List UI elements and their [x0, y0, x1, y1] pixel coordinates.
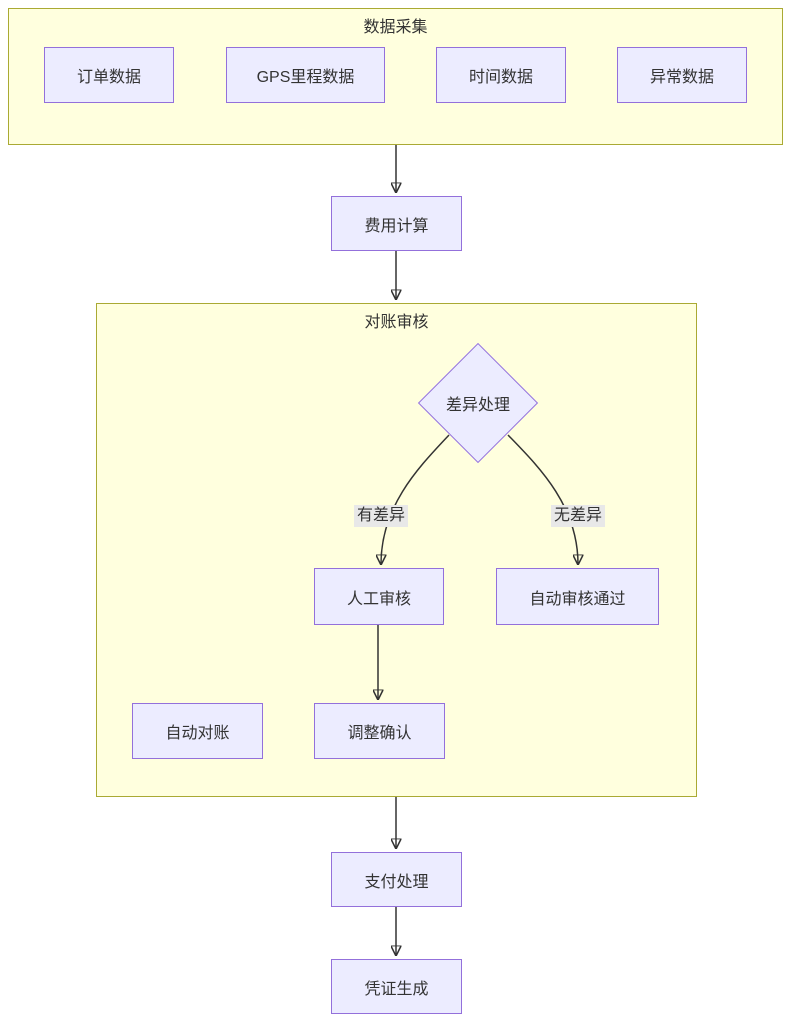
- arrow-decision-to-manual-review: [381, 434, 450, 564]
- edge-label-has-difference-text: 有差异: [356, 507, 406, 524]
- decision-difference-handling: 差异处理: [417, 342, 539, 464]
- node-order-data-label: 订单数据: [76, 69, 141, 86]
- node-manual-review-label: 人工审核: [346, 590, 411, 608]
- edge-label-no-difference: 无差异: [550, 505, 606, 527]
- node-adjustment-confirmation: 调整确认: [314, 703, 445, 759]
- edge-label-has-difference: 有差异: [353, 505, 409, 527]
- node-anomaly-data-label: 异常数据: [649, 69, 714, 86]
- node-auto-review-passed-label: 自动审核通过: [529, 590, 626, 608]
- node-payment-processing-label: 支付处理: [364, 873, 429, 891]
- node-auto-reconciliation: 自动对账: [132, 703, 263, 759]
- node-time-data: 时间数据: [436, 47, 566, 103]
- node-fee-calculation: 费用计算: [331, 196, 462, 251]
- decision-difference-handling-label: 差异处理: [445, 397, 510, 414]
- node-gps-mileage-data: GPS里程数据: [226, 47, 385, 103]
- node-adjustment-confirmation-label: 调整确认: [347, 725, 412, 742]
- cluster-reconciliation-review-title: 对账审核: [364, 314, 429, 331]
- node-fee-calculation-label: 费用计算: [364, 217, 429, 235]
- edge-label-no-difference-text: 无差异: [553, 507, 603, 524]
- node-payment-processing: 支付处理: [331, 852, 462, 907]
- node-voucher-generation-label: 凭证生成: [364, 980, 429, 998]
- node-anomaly-data: 异常数据: [617, 47, 747, 103]
- node-time-data-label: 时间数据: [468, 69, 533, 86]
- node-gps-mileage-data-label: GPS里程数据: [256, 69, 355, 86]
- node-voucher-generation: 凭证生成: [331, 959, 462, 1014]
- cluster-data-collection-title: 数据采集: [363, 19, 428, 36]
- node-order-data: 订单数据: [44, 47, 174, 103]
- node-auto-reconciliation-label: 自动对账: [165, 725, 230, 742]
- node-manual-review: 人工审核: [314, 568, 444, 625]
- arrow-decision-to-auto-pass: [507, 434, 578, 564]
- node-auto-review-passed: 自动审核通过: [496, 568, 659, 625]
